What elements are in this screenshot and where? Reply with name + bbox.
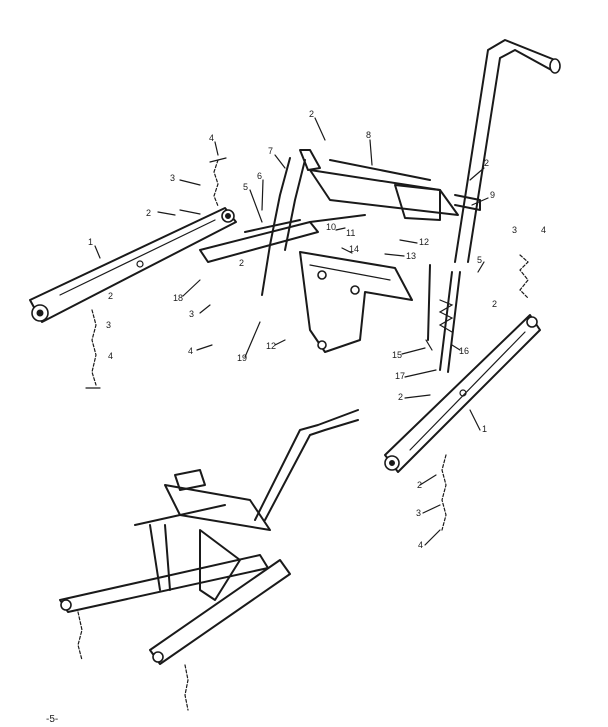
- callout-15: 15: [392, 350, 402, 360]
- callout-19: 19: [237, 353, 247, 363]
- callout-18: 18: [173, 293, 183, 303]
- right-lift-link: [384, 314, 541, 473]
- callout-6: 6: [257, 171, 262, 181]
- callout-12-b: 12: [266, 341, 276, 351]
- callout-13: 13: [406, 251, 416, 261]
- callout-4-d: 4: [541, 225, 546, 235]
- assembled-view: [59, 409, 359, 711]
- callout-14: 14: [349, 244, 359, 254]
- callout-7: 7: [268, 146, 273, 156]
- callout-3-a: 3: [170, 173, 175, 183]
- callout-1-left-link: 1: [88, 237, 93, 247]
- callout-4-e: 4: [418, 540, 423, 550]
- callout-2-g: 2: [398, 392, 403, 402]
- upper-right-chain: [519, 254, 529, 299]
- callout-labels: 1 2 3 4 5 6 7 8 2 2 9 10 11 12 13 14 2 1…: [88, 109, 546, 550]
- callout-4-a: 4: [209, 133, 214, 143]
- mounting-bracket: [299, 251, 413, 353]
- callout-12-a: 12: [419, 237, 429, 247]
- callout-9: 9: [490, 190, 495, 200]
- lift-lever-handle: [454, 39, 561, 263]
- callout-11: 11: [346, 228, 355, 238]
- callout-16: 16: [459, 346, 469, 356]
- upper-left-chain: [179, 157, 227, 215]
- callout-5-b: 5: [477, 255, 482, 265]
- lower-left-chain: [85, 309, 101, 389]
- callout-2-e: 2: [108, 291, 113, 301]
- callout-4-c: 4: [108, 351, 113, 361]
- callout-2-d: 2: [239, 258, 244, 268]
- callout-5-a: 5: [243, 182, 248, 192]
- left-lift-link: [29, 207, 237, 323]
- callout-17: 17: [395, 371, 405, 381]
- rockshaft-assembly: [261, 149, 481, 296]
- callout-3-e: 3: [416, 508, 421, 518]
- adjusting-rod: [425, 264, 461, 373]
- callout-2-c: 2: [484, 158, 489, 168]
- leader-lines: [94, 117, 489, 546]
- callout-3-c: 3: [106, 320, 111, 330]
- callout-2-a: 2: [146, 208, 151, 218]
- callout-1-right-link: 1: [482, 424, 487, 434]
- callout-3-b: 3: [189, 309, 194, 319]
- callout-2-b: 2: [309, 109, 314, 119]
- lower-right-chain: [441, 454, 447, 531]
- callout-8: 8: [366, 130, 371, 140]
- lift-arm: [199, 214, 366, 263]
- callout-2-h: 2: [417, 480, 422, 490]
- page-number: -5-: [46, 714, 58, 725]
- callout-4-b: 4: [188, 346, 193, 356]
- callout-10: 10: [326, 222, 336, 232]
- callout-3-d: 3: [512, 225, 517, 235]
- callout-2-f: 2: [492, 299, 497, 309]
